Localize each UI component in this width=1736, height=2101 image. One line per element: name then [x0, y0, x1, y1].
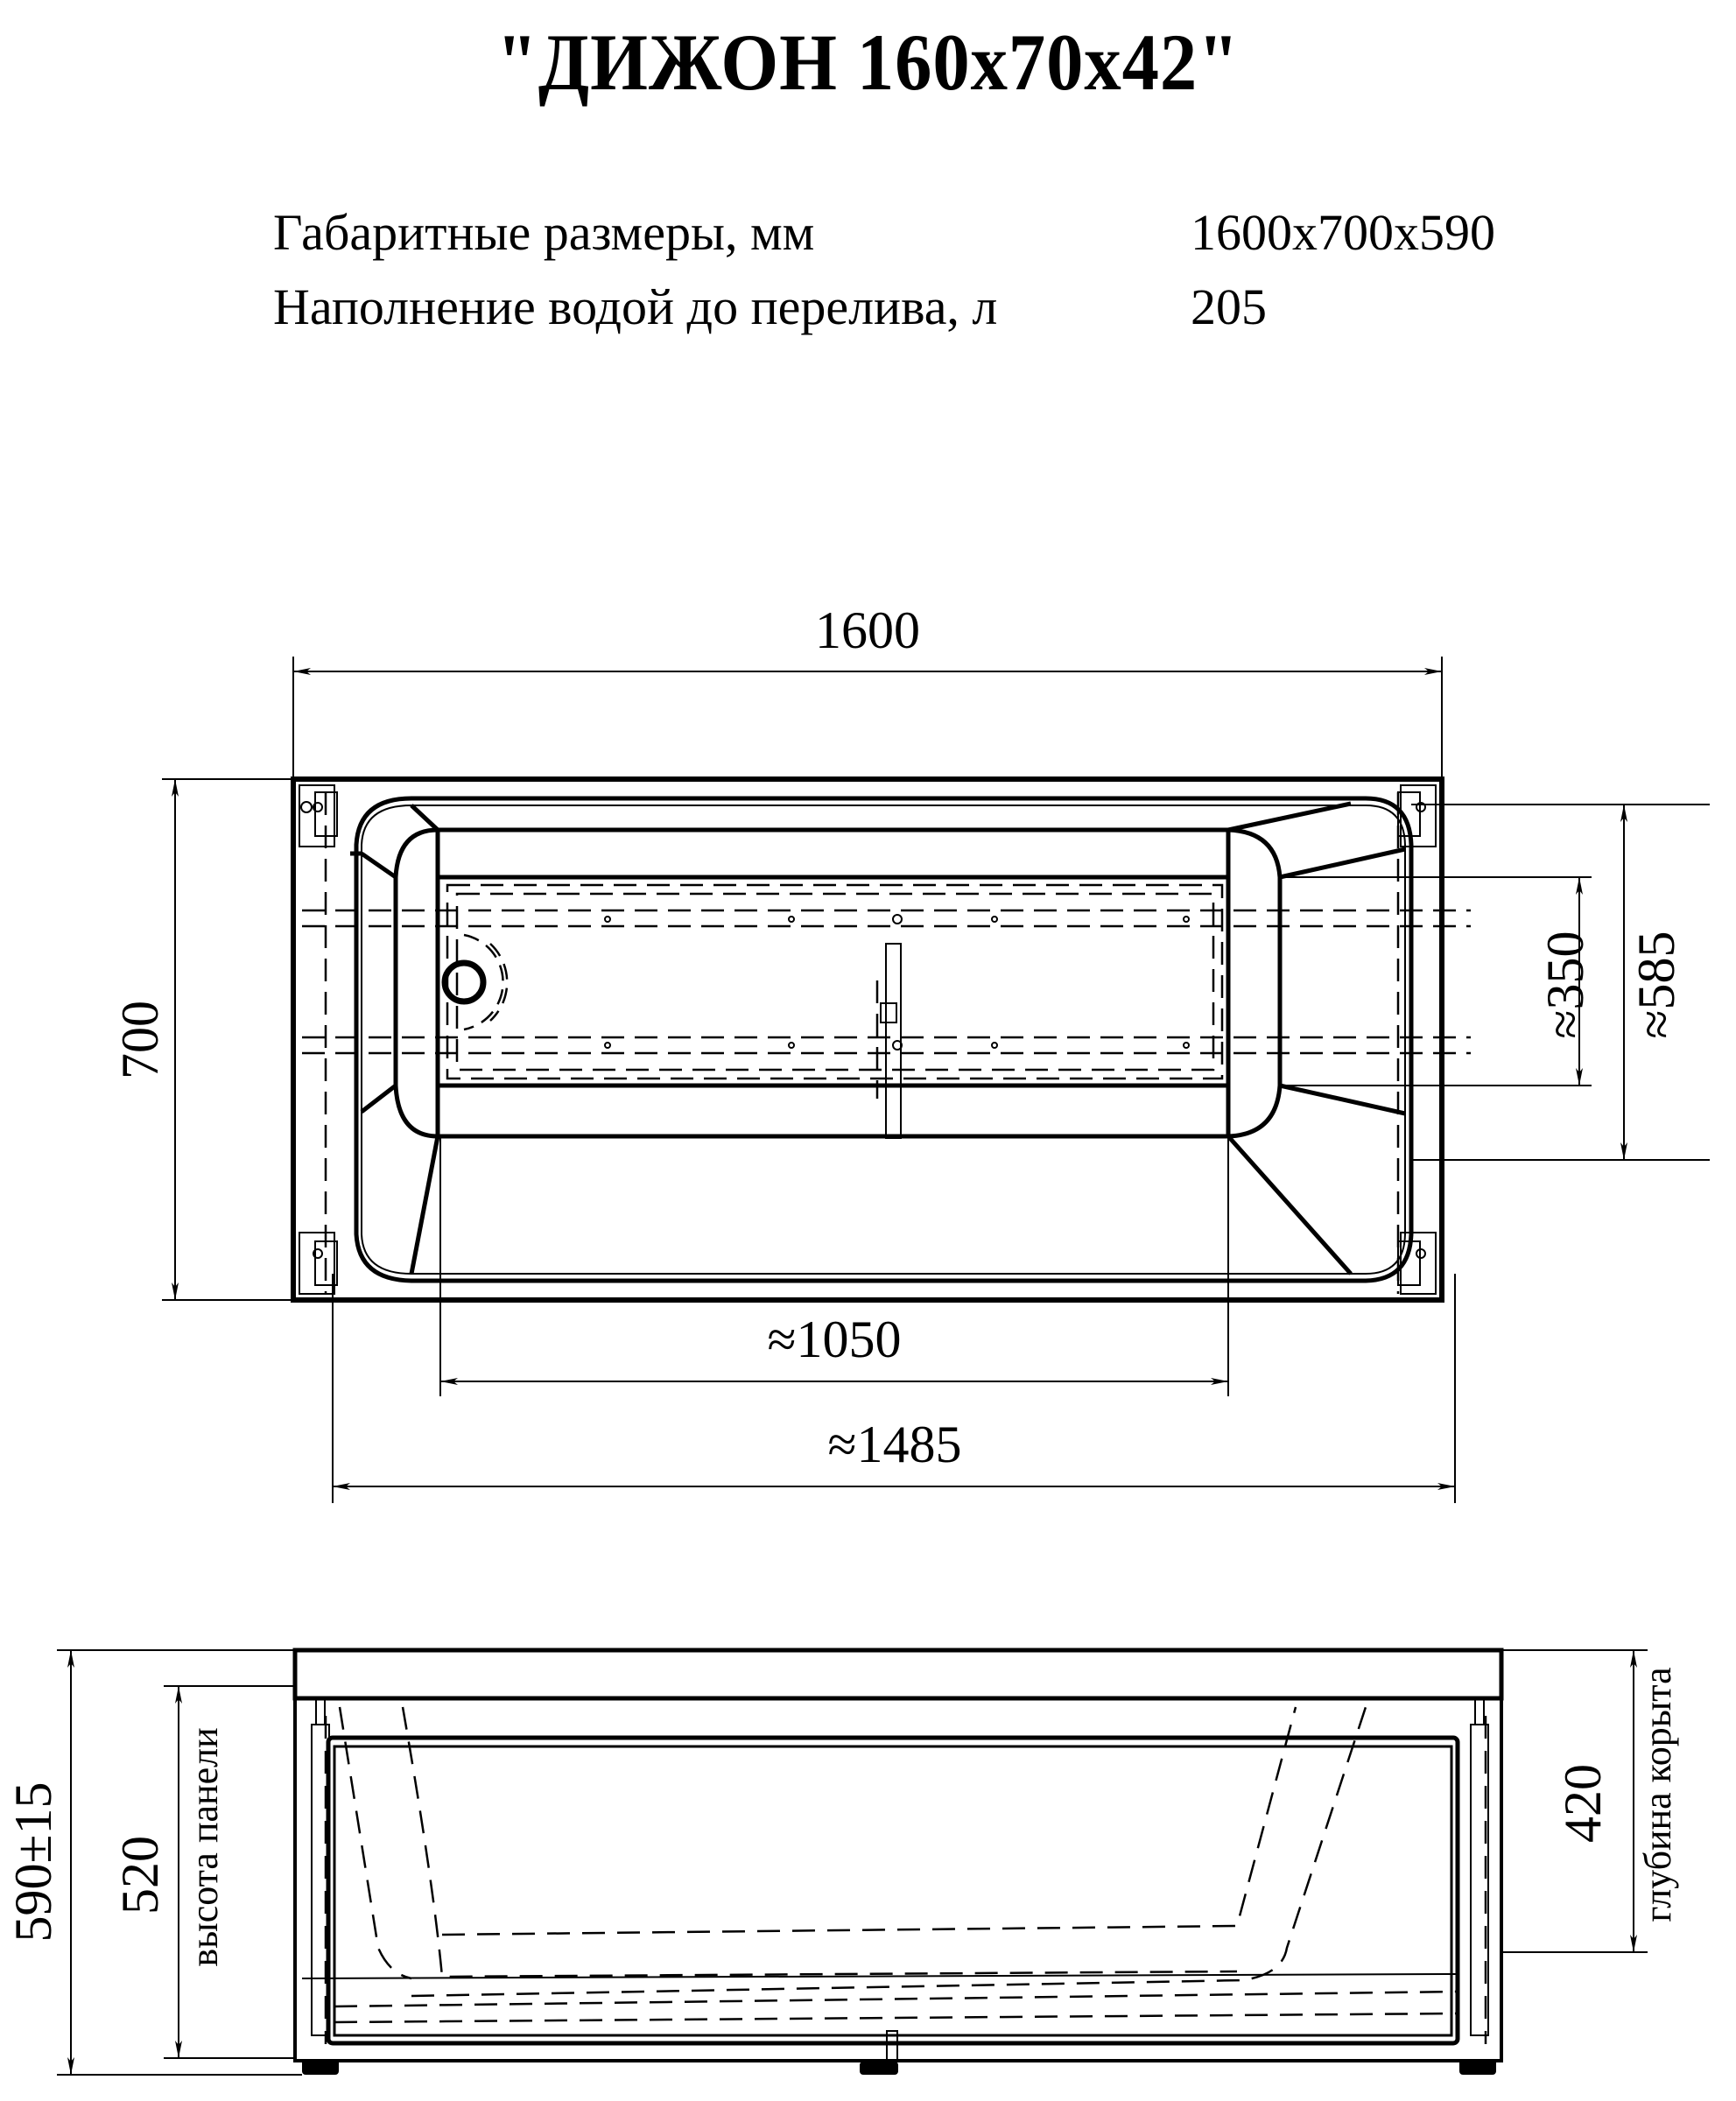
- corner-leg-plates: [299, 784, 1437, 1295]
- hidden-tub-profile: [324, 1706, 1487, 2044]
- legs: [311, 1697, 1489, 2062]
- top-view-outer-rim: [291, 776, 1444, 1303]
- dimension-total-height: [57, 1649, 302, 2076]
- dim-label-1485: ≈1485: [828, 1416, 962, 1473]
- label-panel-height: высота панели: [183, 1727, 226, 1966]
- dim-label-420: 420: [1554, 1764, 1612, 1843]
- top-view: [162, 657, 1710, 1503]
- product-title: "ДИЖОН 160x70x42": [496, 18, 1240, 107]
- leg-feet: [302, 2059, 1496, 2075]
- frame-screw-holes: [313, 802, 1426, 1259]
- dimension-bottom-width: [1280, 876, 1592, 1086]
- drain-outlet: [441, 959, 487, 1005]
- dimension-inner-length: [332, 1274, 1456, 1503]
- dim-label-1050: ≈1050: [768, 1310, 902, 1368]
- side-body-outline: [293, 1697, 1503, 2062]
- front-panel: [326, 1735, 1460, 2046]
- dimension-panel-height: [164, 1685, 295, 2059]
- label-tub-depth: глубина корыта: [1636, 1667, 1679, 1922]
- dim-label-590: 590±15: [4, 1782, 62, 1943]
- dim-label-585: ≈585: [1627, 931, 1685, 1039]
- side-view: [57, 1648, 1648, 2076]
- bowl-rim: [354, 796, 1414, 1283]
- dim-label-700: 700: [111, 1001, 169, 1079]
- spec-label-dimensions: Габаритные размеры, мм: [273, 204, 815, 261]
- dimension-bottom-length: [439, 1136, 1229, 1396]
- dim-label-1600: 1600: [815, 601, 920, 659]
- dim-label-520: 520: [111, 1836, 169, 1915]
- dimension-inner-width: [1411, 804, 1710, 1161]
- spec-label-water-volume: Наполнение водой до перелива, л: [273, 278, 998, 335]
- dimension-overall-width: [162, 778, 293, 1301]
- side-rim: [292, 1648, 1504, 1701]
- dimension-tub-depth: [1501, 1649, 1648, 1953]
- spec-value-water-volume: 205: [1191, 278, 1267, 335]
- spec-value-dimensions: 1600x700x590: [1191, 204, 1495, 261]
- dimension-overall-length: [292, 657, 1443, 779]
- dim-label-350: ≈350: [1536, 931, 1594, 1039]
